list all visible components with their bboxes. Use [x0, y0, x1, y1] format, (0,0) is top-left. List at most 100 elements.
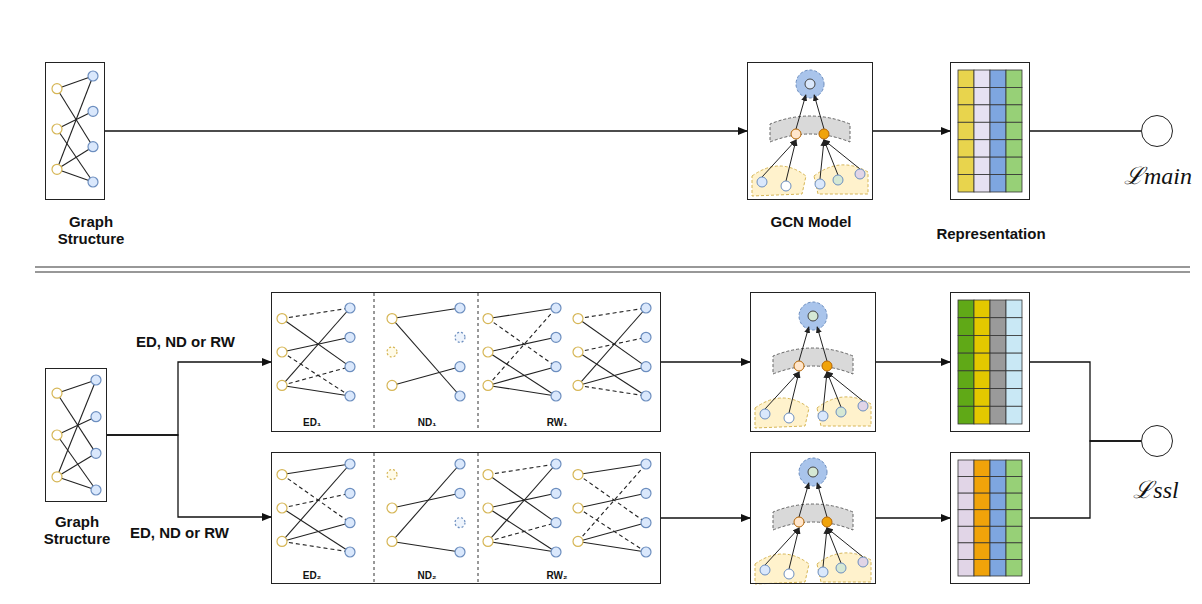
embedding-cell [974, 353, 990, 371]
input-node [757, 177, 767, 187]
embedding-cell [974, 157, 990, 174]
embedding-cell [990, 371, 1006, 389]
graph-edge [392, 541, 460, 552]
embedding-cell [1006, 477, 1022, 494]
loss-label: ℒssl [1133, 472, 1178, 505]
graph-vertex [551, 547, 561, 557]
message-arrow [799, 327, 809, 361]
embedding-cell [1006, 526, 1022, 543]
embedding-cell [958, 140, 974, 157]
embedding-cell [1006, 389, 1022, 407]
edge-label: ED, ND or RW [134, 333, 237, 350]
connector-arrow [1030, 362, 1141, 441]
graph-edge [57, 169, 93, 182]
graph-edge [282, 541, 350, 552]
graph-vertex [551, 332, 561, 342]
loss-circle: ℒssl [1141, 425, 1173, 457]
neighbour-fan [752, 166, 806, 196]
target-node [808, 311, 818, 321]
figure-box [750, 292, 876, 432]
panel-label: ED₂ [303, 570, 321, 581]
graph-edge [282, 523, 350, 542]
embedding-cell [974, 543, 990, 560]
embedding-cell [990, 559, 1006, 576]
graph-edge [488, 337, 556, 352]
graph-vertex [573, 503, 583, 513]
graph-vertex [455, 459, 465, 469]
graph-vertex [551, 362, 561, 372]
input-node [815, 179, 825, 189]
embedding-cell [974, 300, 990, 318]
embedding-cell [974, 526, 990, 543]
input-node [784, 413, 794, 423]
message-arrow [824, 140, 860, 169]
embedding-cell [990, 87, 1006, 104]
embedding-cell [990, 335, 1006, 353]
neighbour-fan [814, 165, 868, 194]
embedding-cell [958, 460, 974, 477]
graph-vertex [88, 106, 98, 116]
graph-edge [578, 493, 646, 508]
graph-vertex [455, 303, 465, 313]
input-node [855, 169, 865, 179]
connector-arrow [107, 362, 271, 435]
message-arrow [789, 528, 799, 569]
graph-edge [488, 464, 556, 475]
graph-vertex [345, 488, 355, 498]
embedding-cell [958, 389, 974, 407]
graph-edge [392, 367, 460, 386]
connector-arrow [873, 130, 950, 131]
loss-label: ℒmain [1124, 158, 1192, 191]
embedding-cell [974, 140, 990, 157]
graph-edge [488, 308, 556, 385]
input-node [781, 181, 791, 191]
graph-edge [392, 319, 460, 396]
message-arrow [799, 483, 809, 517]
embedding-cell [990, 300, 1006, 318]
graph-vertex [455, 362, 465, 372]
graph-vertex [387, 470, 397, 480]
connector-arrow [1030, 130, 1141, 131]
hidden-node [791, 129, 801, 139]
graph-edge [282, 367, 350, 386]
embedding-cell [1006, 559, 1022, 576]
message-arrow [765, 372, 799, 409]
embedding-cell [974, 175, 990, 192]
graph-vertex [455, 488, 465, 498]
hidden-node [794, 517, 804, 527]
graph-edge [282, 308, 350, 385]
graph-vertex [455, 391, 465, 401]
embedding-cell [990, 318, 1006, 336]
connector-arrow [661, 517, 750, 518]
embedding-cell [1006, 318, 1022, 336]
graph-edge [57, 477, 96, 490]
embedding-cell [974, 122, 990, 139]
graph-vertex [641, 459, 651, 469]
graph-vertex [483, 503, 493, 513]
graph-edge [57, 147, 93, 170]
embedding-cell [990, 526, 1006, 543]
embedding-cell [958, 300, 974, 318]
embedding-cell [958, 510, 974, 527]
embedding-cell [990, 157, 1006, 174]
graph-vertex [641, 332, 651, 342]
message-arrow [765, 528, 799, 565]
figure-box: Graph Structure [45, 368, 107, 502]
graph-vertex [91, 485, 101, 495]
graph-edge [282, 337, 350, 352]
figure-box [950, 452, 1030, 584]
embedding-cell [990, 105, 1006, 122]
graph-edge [282, 385, 350, 396]
connector-arrow [876, 517, 950, 518]
message-arrow [814, 95, 824, 129]
embedding-cell [958, 157, 974, 174]
embedding-cell [1006, 543, 1022, 560]
embedding-cell [990, 122, 1006, 139]
figure-box: Graph Structure [45, 62, 105, 200]
panel-divider [478, 293, 479, 431]
graph-vertex [345, 518, 355, 528]
loss-circle: ℒmain [1141, 115, 1173, 147]
embedding-cell [990, 543, 1006, 560]
embedding-cell [958, 559, 974, 576]
embedding-cell [974, 371, 990, 389]
